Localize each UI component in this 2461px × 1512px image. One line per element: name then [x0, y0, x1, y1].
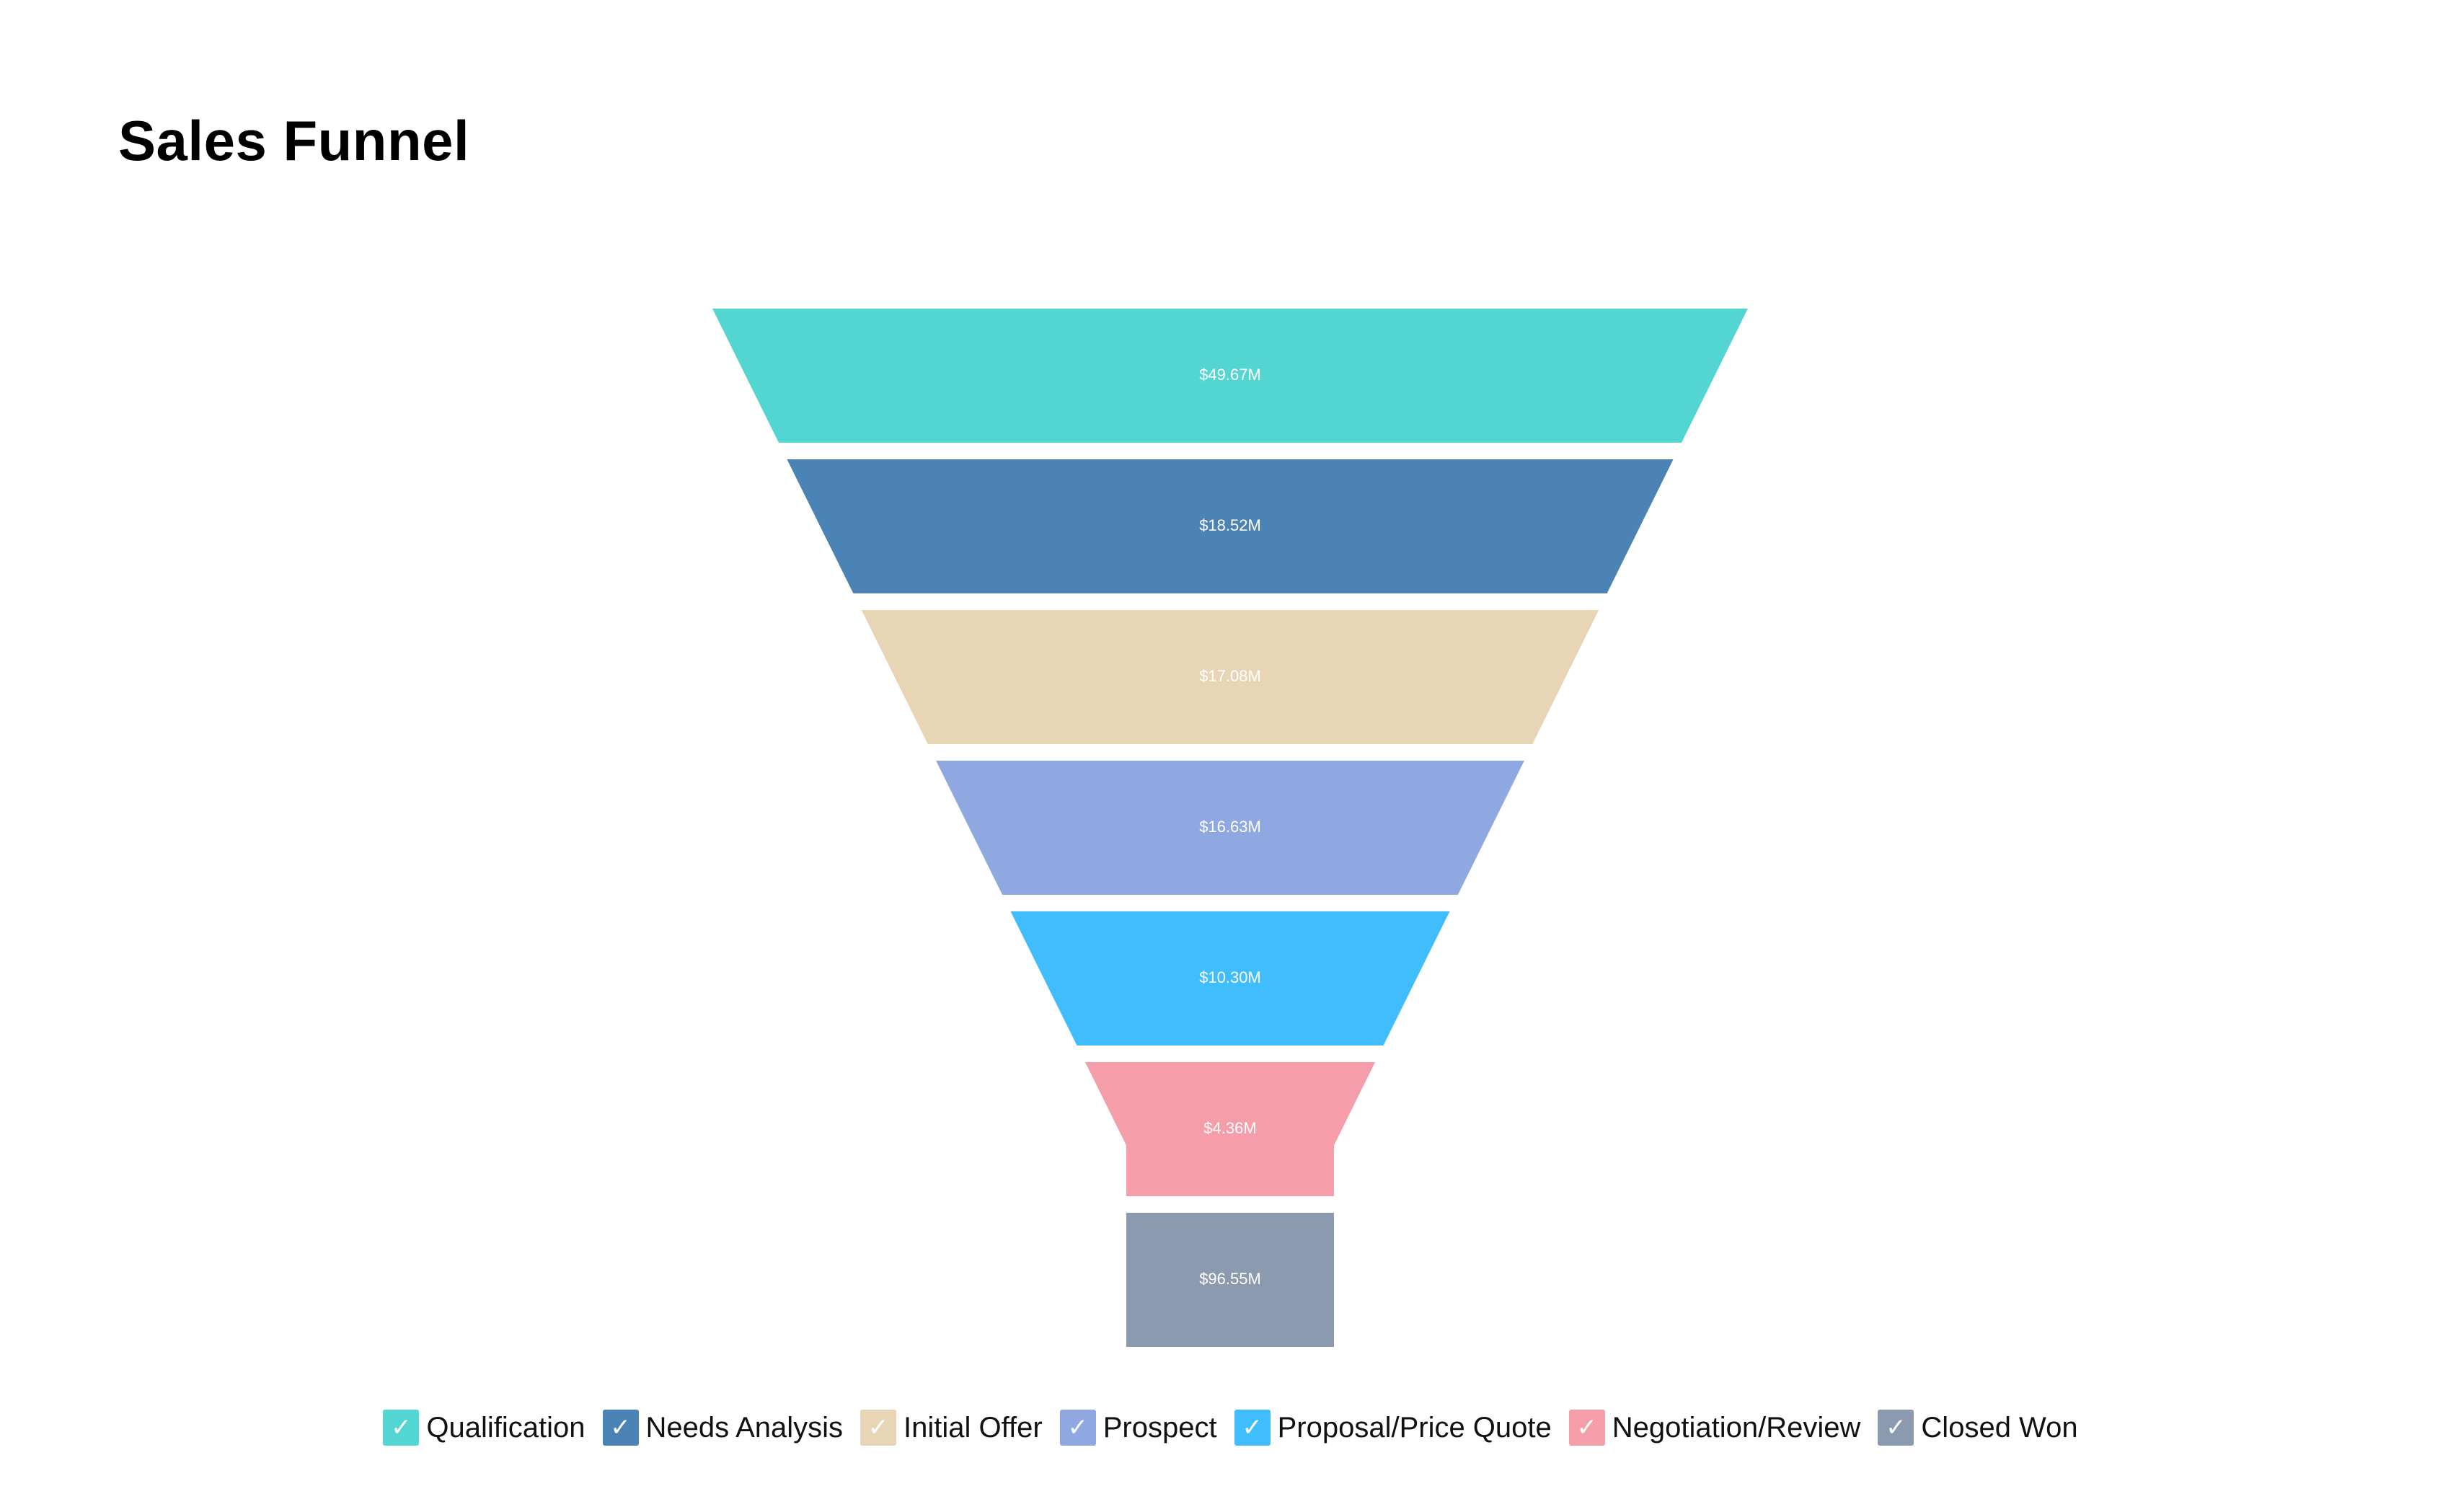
checkbox-check-icon[interactable]: ✓ — [1568, 1410, 1605, 1446]
funnel-segment-3[interactable] — [861, 610, 1599, 744]
legend-label: Proposal/Price Quote — [1277, 1411, 1552, 1444]
funnel-segment-label-6: $4.36M — [1203, 1119, 1256, 1137]
funnel-segment-label-7: $96.55M — [1199, 1270, 1261, 1288]
funnel-segment-label-2: $18.52M — [1199, 516, 1261, 534]
legend-item[interactable]: ✓Proposal/Price Quote — [1234, 1410, 1552, 1446]
legend-label: Initial Offer — [903, 1411, 1043, 1444]
checkbox-check-icon[interactable]: ✓ — [602, 1410, 639, 1446]
checkbox-check-icon[interactable]: ✓ — [1878, 1410, 1914, 1446]
checkbox-check-icon[interactable]: ✓ — [860, 1410, 897, 1446]
checkbox-check-icon[interactable]: ✓ — [383, 1410, 420, 1446]
legend-item[interactable]: ✓Negotiation/Review — [1568, 1410, 1861, 1446]
funnel-segment-label-4: $16.63M — [1199, 818, 1261, 836]
legend-item[interactable]: ✓Closed Won — [1878, 1410, 2078, 1446]
funnel-segment-label-1: $49.67M — [1199, 366, 1261, 384]
funnel-segment-4[interactable] — [936, 761, 1524, 895]
legend-label: Negotiation/Review — [1612, 1411, 1861, 1444]
chart-title: Sales Funnel — [118, 109, 470, 172]
legend-item[interactable]: ✓Needs Analysis — [602, 1410, 844, 1446]
legend-label: Qualification — [426, 1411, 586, 1444]
funnel-segment-5[interactable] — [1010, 911, 1450, 1045]
legend-item[interactable]: ✓Qualification — [383, 1410, 586, 1446]
funnel-segment-2[interactable] — [787, 459, 1674, 593]
legend-item[interactable]: ✓Prospect — [1059, 1410, 1217, 1446]
legend-label: Closed Won — [1921, 1411, 2078, 1444]
funnel-segment-6[interactable] — [1084, 1062, 1376, 1196]
funnel-segment-label-5: $10.30M — [1199, 968, 1261, 986]
checkbox-check-icon[interactable]: ✓ — [1059, 1410, 1096, 1446]
funnel-segment-1[interactable] — [712, 309, 1748, 443]
funnel-segment-7[interactable] — [1126, 1213, 1334, 1347]
checkbox-check-icon[interactable]: ✓ — [1234, 1410, 1271, 1446]
legend-label: Prospect — [1103, 1411, 1217, 1444]
legend-label: Needs Analysis — [645, 1411, 844, 1444]
chart-legend: ✓Qualification✓Needs Analysis✓Initial Of… — [0, 1410, 2461, 1446]
legend-item[interactable]: ✓Initial Offer — [860, 1410, 1043, 1446]
funnel-segment-label-3: $17.08M — [1199, 667, 1261, 685]
